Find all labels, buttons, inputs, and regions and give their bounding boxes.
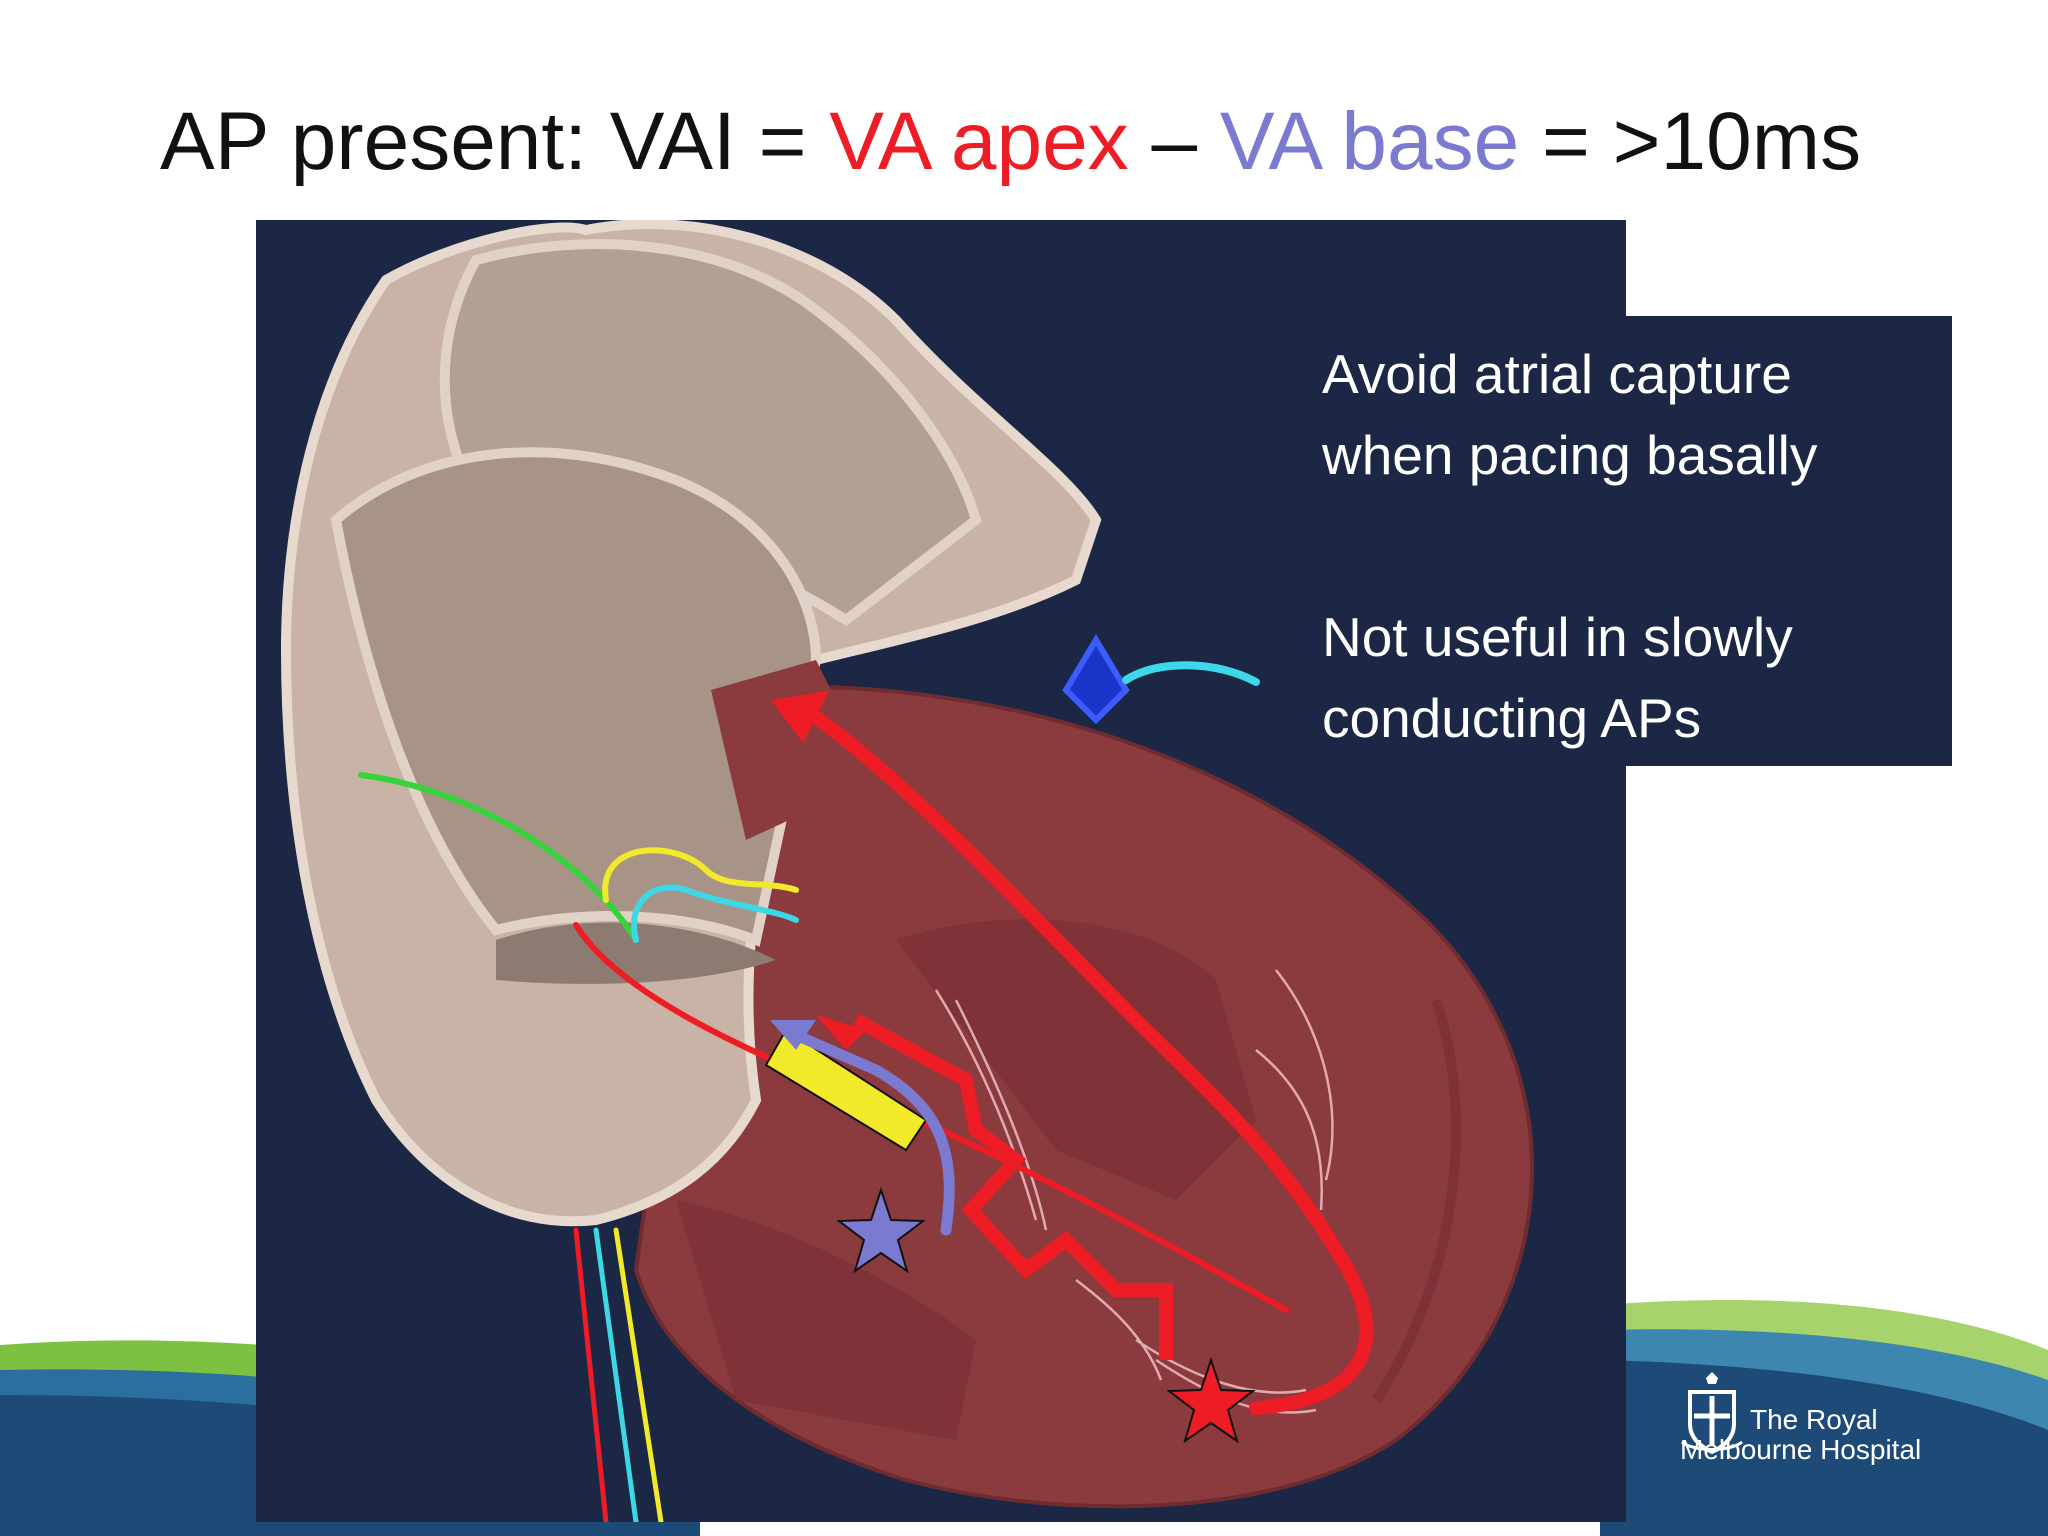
note-atrial-capture: Avoid atrial capture when pacing basally — [1322, 343, 1818, 486]
title-prefix: AP present: VAI = — [160, 96, 830, 187]
star-icon — [1166, 1356, 1256, 1444]
title-result: = >10ms — [1519, 96, 1862, 187]
atria — [280, 220, 1130, 1227]
notes-panel: Avoid atrial capture when pacing basally… — [1296, 316, 1952, 766]
title-va-apex: VA apex — [829, 96, 1129, 187]
title-minus: – — [1128, 96, 1220, 187]
hospital-name-line2: Melbourne Hospital — [1680, 1434, 1922, 1465]
coronary-vessels — [934, 969, 1334, 1414]
crest-icon — [1681, 1372, 1743, 1455]
hospital-logo: The Royal Melbourne Hospital — [1680, 1372, 1980, 1492]
hospital-name-line1: The Royal — [1750, 1404, 1878, 1435]
arrow-icon — [770, 1020, 816, 1050]
star-icon — [836, 1186, 926, 1274]
note-slow-conduction: Not useful in slowly conducting APs — [1322, 606, 1793, 749]
heart-diagram — [256, 220, 1626, 1522]
arrow-icon — [816, 1015, 866, 1050]
arrow-icon — [771, 691, 829, 743]
hospital-name: The Royal Melbourne Hospital — [1680, 1404, 1921, 1466]
slide-title: AP present: VAI = VA apex – VA base = >1… — [160, 92, 1861, 192]
title-va-base: VA base — [1219, 96, 1520, 187]
conduction-paths — [764, 691, 1374, 1415]
ventricle — [633, 684, 1535, 1509]
